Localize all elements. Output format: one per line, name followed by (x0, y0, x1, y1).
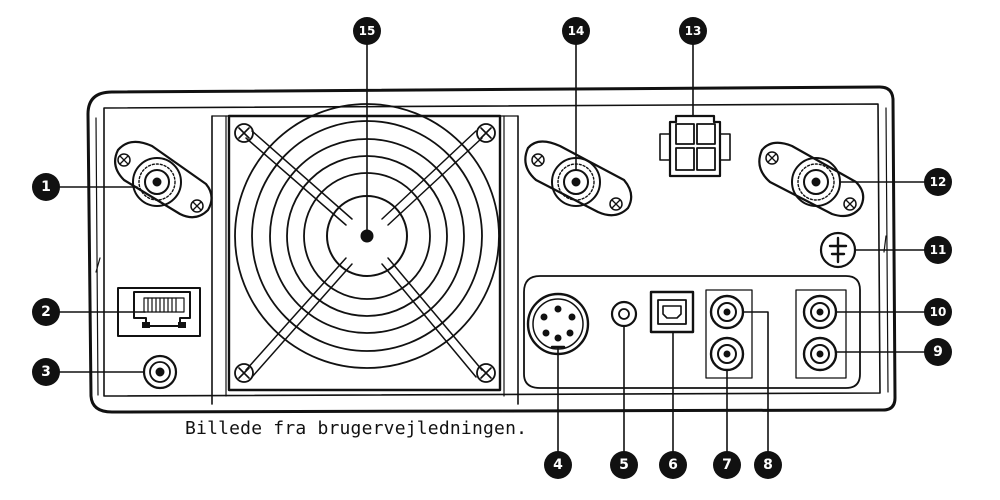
callout-8: 8 (754, 451, 782, 479)
svg-text:9: 9 (933, 344, 943, 360)
mini-jack (610, 300, 638, 328)
svg-text:14: 14 (568, 24, 585, 38)
svg-text:4: 4 (553, 457, 563, 473)
antenna-connector-left (113, 140, 213, 219)
jack-panel (523, 275, 861, 389)
rca-jack-9 (802, 336, 838, 372)
callout-6: 6 (659, 451, 687, 479)
ethernet-jack (117, 287, 201, 337)
callout-4: 4 (544, 451, 572, 479)
usb-b-port (649, 290, 695, 334)
round-socket (819, 231, 857, 269)
power-connector (659, 114, 731, 178)
figure-caption: Billede fra brugervejledningen. (185, 418, 528, 439)
callout-3: 3 (32, 358, 60, 386)
svg-text:11: 11 (930, 243, 947, 257)
svg-text:3: 3 (41, 364, 51, 380)
rca-jack-8 (709, 294, 745, 330)
leader-lines (59, 43, 925, 453)
callout-1: 1 (32, 173, 60, 201)
callout-2: 2 (32, 298, 60, 326)
antenna-connector-right (758, 141, 865, 218)
svg-text:5: 5 (619, 457, 629, 473)
ground-terminal (142, 354, 178, 390)
cooling-fan (211, 103, 519, 405)
callout-14: 14 (562, 17, 590, 45)
svg-text:6: 6 (668, 457, 678, 473)
svg-text:12: 12 (930, 175, 947, 189)
callout-markers: 1 2 3 4 5 6 7 8 9 10 11 12 13 14 15 (32, 17, 952, 479)
svg-text:15: 15 (359, 24, 376, 38)
rca-jack-10 (802, 294, 838, 330)
callout-15: 15 (353, 17, 381, 45)
svg-text:8: 8 (763, 457, 773, 473)
chassis-outline (86, 85, 897, 414)
svg-text:7: 7 (722, 457, 732, 473)
callout-9: 9 (924, 338, 952, 366)
svg-text:13: 13 (685, 24, 702, 38)
callout-11: 11 (924, 236, 952, 264)
din-socket (526, 292, 590, 356)
callout-12: 12 (924, 168, 952, 196)
antenna-connector-center (524, 140, 633, 217)
svg-text:10: 10 (930, 305, 947, 319)
callout-10: 10 (924, 298, 952, 326)
rca-jack-7 (709, 336, 745, 372)
callout-5: 5 (610, 451, 638, 479)
svg-text:1: 1 (41, 179, 51, 195)
callout-13: 13 (679, 17, 707, 45)
callout-7: 7 (713, 451, 741, 479)
svg-text:2: 2 (41, 304, 51, 320)
